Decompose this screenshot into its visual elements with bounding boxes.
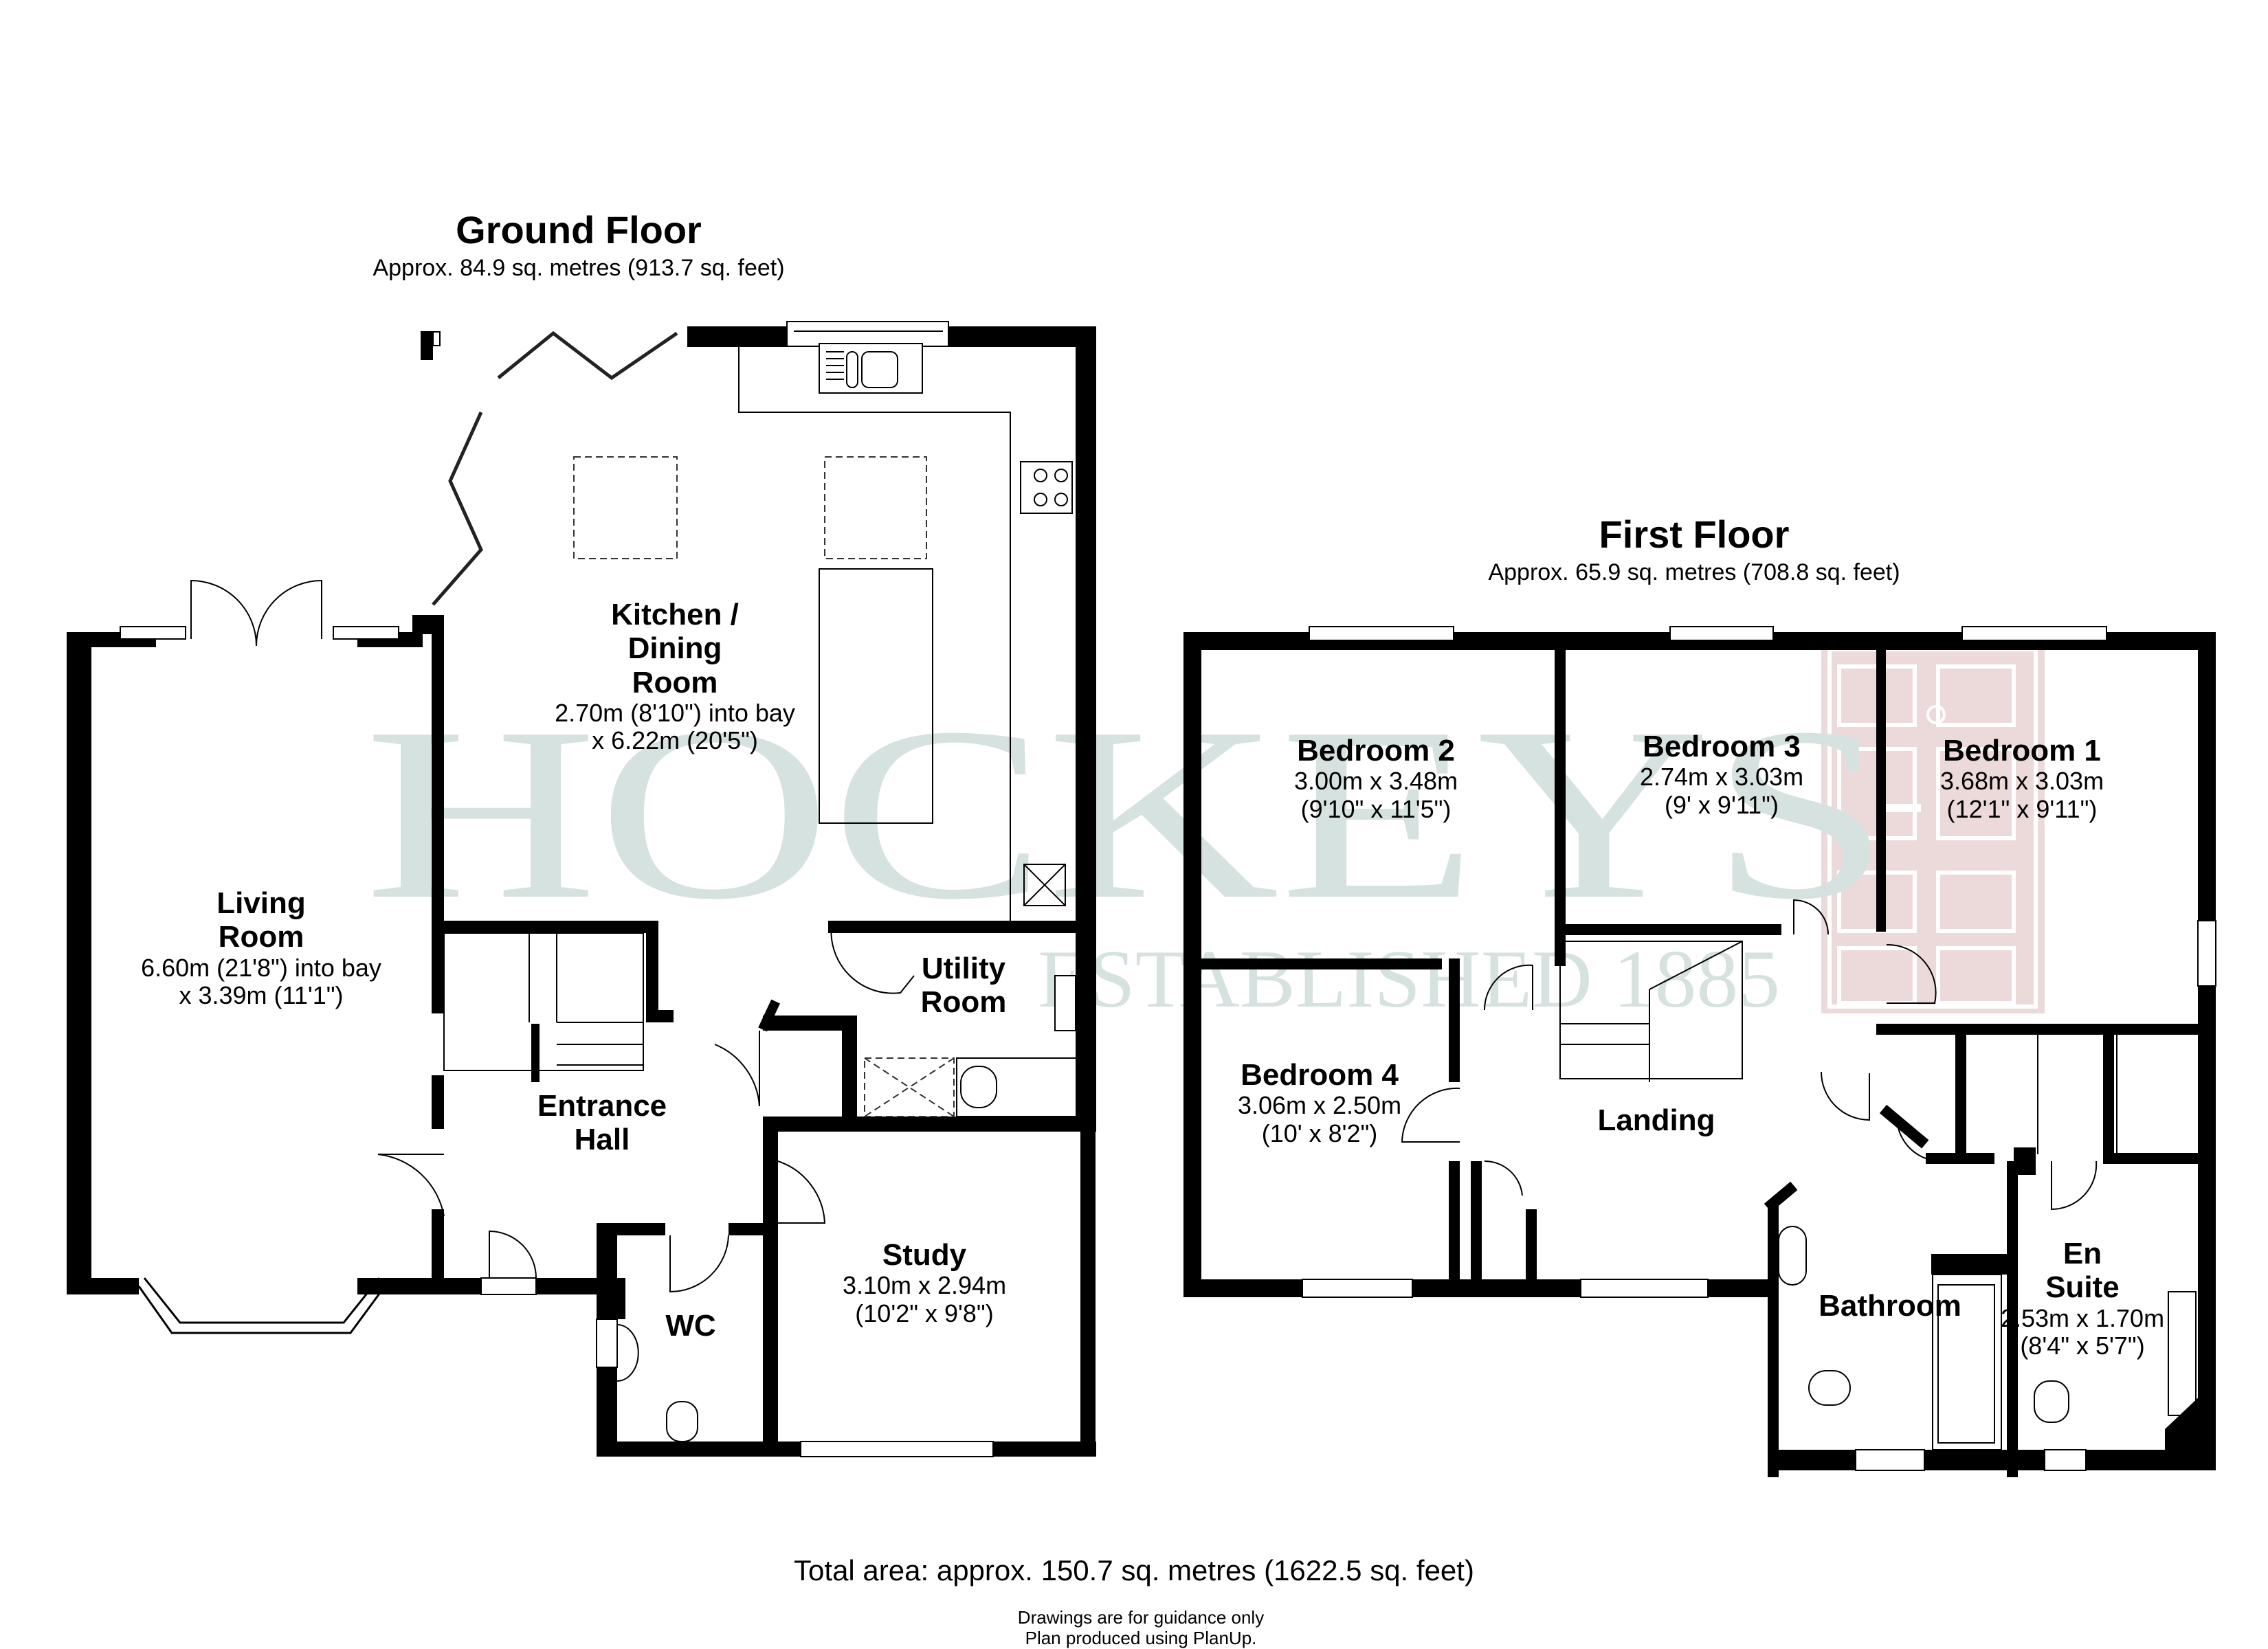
ground-floor-heading: Ground Floor Approx. 84.9 sq. metres (91…	[373, 207, 784, 282]
room-label-entrance-hall: Entrance Hall	[537, 1089, 667, 1157]
room-label-bedroom-3: Bedroom 3 2.74m x 3.03m (9' x 9'11")	[1639, 730, 1804, 819]
room-label-en-suite: En Suite 2.53m x 1.70m (8'4" x 5'7")	[2000, 1237, 2165, 1360]
room-label-bedroom-4: Bedroom 4 3.06m x 2.50m (10' x 8'2")	[1237, 1058, 1402, 1147]
first-floor-plan	[1183, 626, 2216, 1477]
first-floor-heading: First Floor Approx. 65.9 sq. metres (708…	[1488, 512, 1900, 586]
footer-notes: Drawings are for guidance only Plan prod…	[1017, 1607, 1265, 1649]
total-area: Total area: approx. 150.7 sq. metres (16…	[794, 1554, 1474, 1586]
room-label-study: Study 3.10m x 2.94m (10'2" x 9'8")	[842, 1238, 1007, 1327]
room-label-bedroom-1: Bedroom 1 3.68m x 3.03m (12'1" x 9'11")	[1939, 734, 2104, 823]
room-label-living-room: Living Room 6.60m (21'8") into bay x 3.3…	[141, 886, 381, 1009]
disclaimer-text: Drawings are for guidance only	[1017, 1607, 1265, 1628]
credit-text: Plan produced using PlanUp.	[1025, 1627, 1257, 1648]
ground-floor-title: Ground Floor	[456, 208, 702, 251]
first-floor-area: Approx. 65.9 sq. metres (708.8 sq. feet)	[1488, 559, 1900, 585]
room-label-kitchen-dining: Kitchen / Dining Room 2.70m (8'10") into…	[555, 598, 795, 755]
room-label-landing: Landing	[1597, 1103, 1715, 1137]
room-label-bathroom: Bathroom	[1819, 1289, 1961, 1323]
ground-floor-plan	[67, 321, 1096, 1457]
ground-floor-area: Approx. 84.9 sq. metres (913.7 sq. feet)	[373, 255, 785, 281]
first-floor-title: First Floor	[1599, 513, 1790, 556]
room-label-bedroom-2: Bedroom 2 3.00m x 3.48m (9'10" x 11'5")	[1293, 734, 1458, 823]
room-label-wc: WC	[665, 1309, 716, 1343]
watermark-tagline: ESTABLISHED 1885	[1038, 933, 1780, 1024]
room-label-utility-room: Utility Room	[920, 952, 1007, 1020]
watermark-brand: HOCKEYS	[364, 676, 1890, 950]
